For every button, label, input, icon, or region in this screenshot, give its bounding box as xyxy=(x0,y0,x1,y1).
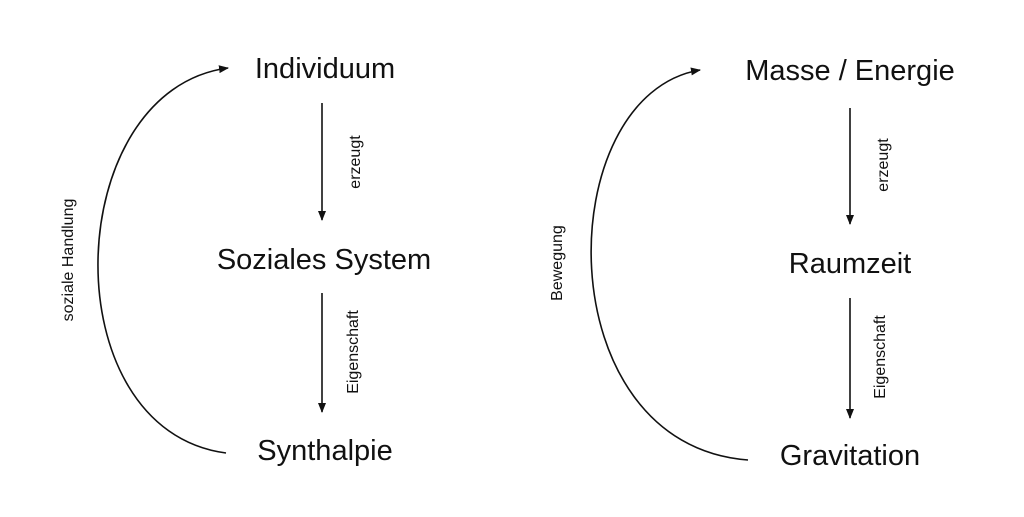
edge-label-eigenschaft-right: Eigenschaft xyxy=(872,315,889,399)
edge-label-soziale-handlung: soziale Handlung xyxy=(60,199,77,322)
loop-arrow-gravitation-to-masse-energie xyxy=(590,67,749,461)
edge-label-bewegung: Bewegung xyxy=(549,225,566,301)
node-soziales-system: Soziales System xyxy=(217,244,431,276)
node-individuum: Individuum xyxy=(255,53,395,85)
node-raumzeit: Raumzeit xyxy=(789,248,912,280)
edge-label-eigenschaft-left: Eigenschaft xyxy=(345,310,362,394)
node-gravitation: Gravitation xyxy=(780,440,920,472)
right-diagram: Masse / Energie Raumzeit Gravitation erz… xyxy=(549,55,955,472)
left-diagram: Individuum Soziales System Synthalpie er… xyxy=(60,53,431,467)
edge-label-erzeugt-right: erzeugt xyxy=(875,138,892,192)
node-synthalpie: Synthalpie xyxy=(257,435,392,467)
loop-arrow-synthalpie-to-individuum xyxy=(97,65,229,454)
edge-label-erzeugt-left: erzeugt xyxy=(347,135,364,189)
node-masse-energie: Masse / Energie xyxy=(745,55,955,87)
